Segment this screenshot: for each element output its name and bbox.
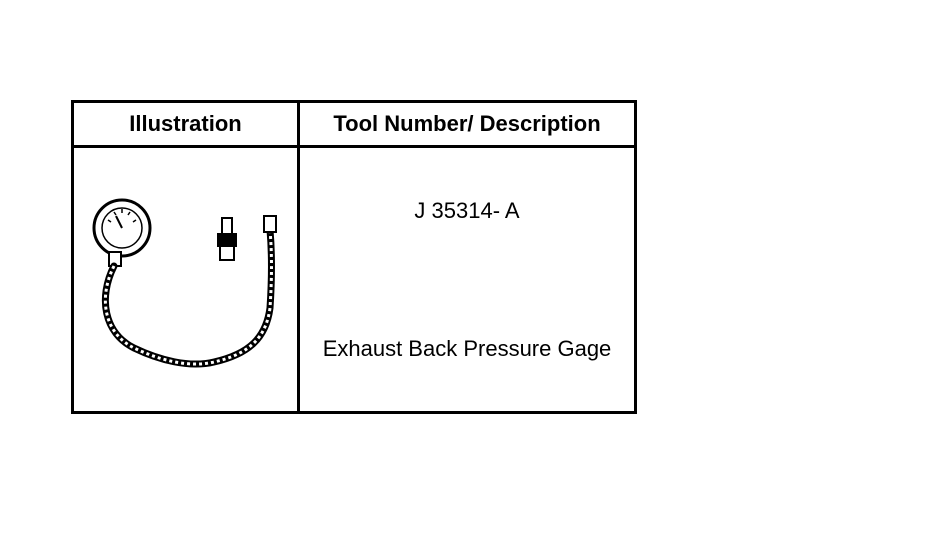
tool-illustration <box>74 148 297 411</box>
header-tool-number-description: Tool Number/ Description <box>333 111 601 136</box>
header-divider <box>74 145 634 148</box>
tool-number: J 35314- A <box>414 198 520 223</box>
tool-description: Exhaust Back Pressure Gage <box>322 336 612 361</box>
pressure-gauge-with-hose-and-adapter-icon <box>92 198 277 368</box>
tool-table: Illustration Tool Number/ Description <box>71 100 637 414</box>
column-divider <box>297 103 300 411</box>
adapter-fitting-icon <box>217 217 237 261</box>
header-illustration: Illustration <box>129 111 242 136</box>
